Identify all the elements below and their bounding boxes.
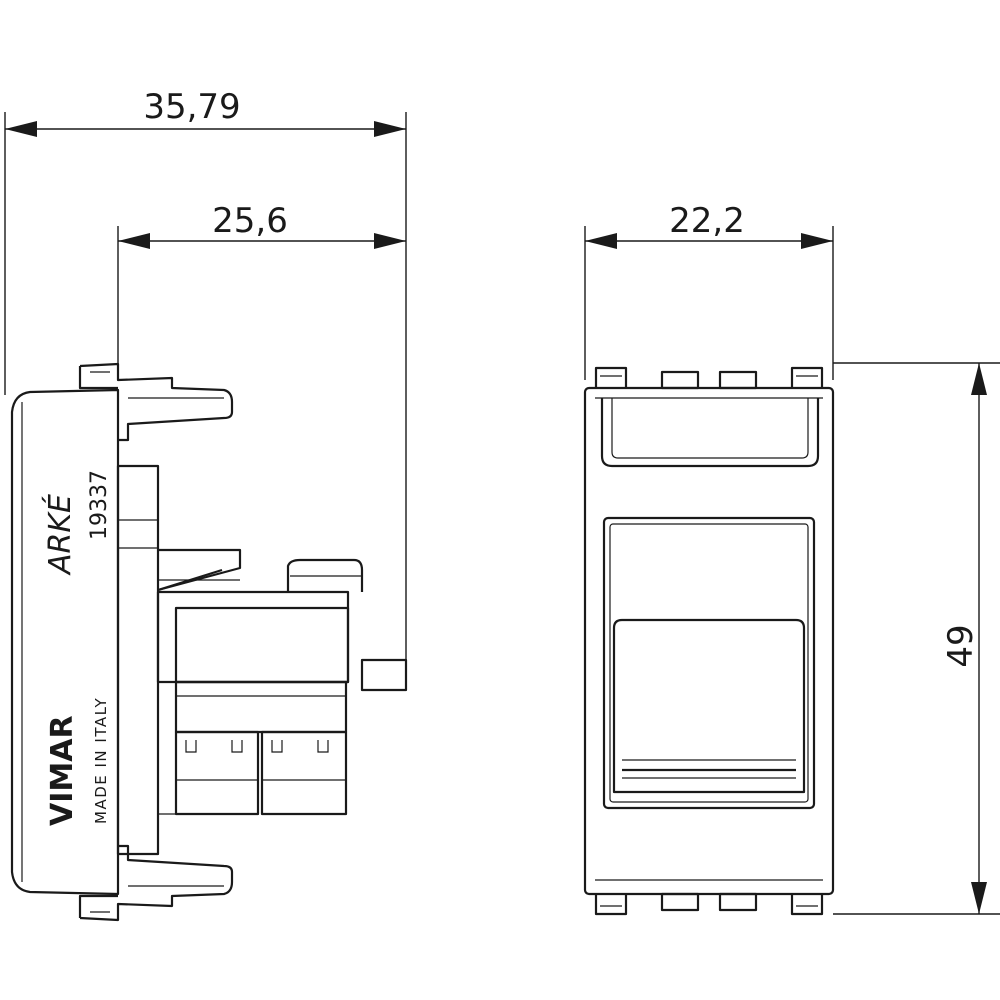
dimension-width: 22,2 bbox=[584, 201, 834, 380]
origin-marking: MADE IN ITALY bbox=[92, 697, 110, 824]
side-view bbox=[10, 362, 408, 922]
dimension-label-overall-depth: 35,79 bbox=[143, 87, 240, 127]
series-marking: ARKÉ bbox=[42, 494, 78, 576]
dimension-height: 49 bbox=[833, 362, 1000, 915]
brand-marking: VIMAR bbox=[45, 715, 80, 826]
article-marking: 19337 bbox=[87, 470, 112, 540]
dimension-label-width: 22,2 bbox=[669, 201, 745, 241]
front-view bbox=[583, 366, 835, 916]
dimension-label-body-depth: 25,6 bbox=[212, 201, 288, 241]
dimension-body-depth: 25,6 bbox=[117, 201, 406, 380]
dimension-overall-depth: 35,79 bbox=[4, 87, 407, 665]
dimension-label-height: 49 bbox=[941, 624, 981, 667]
